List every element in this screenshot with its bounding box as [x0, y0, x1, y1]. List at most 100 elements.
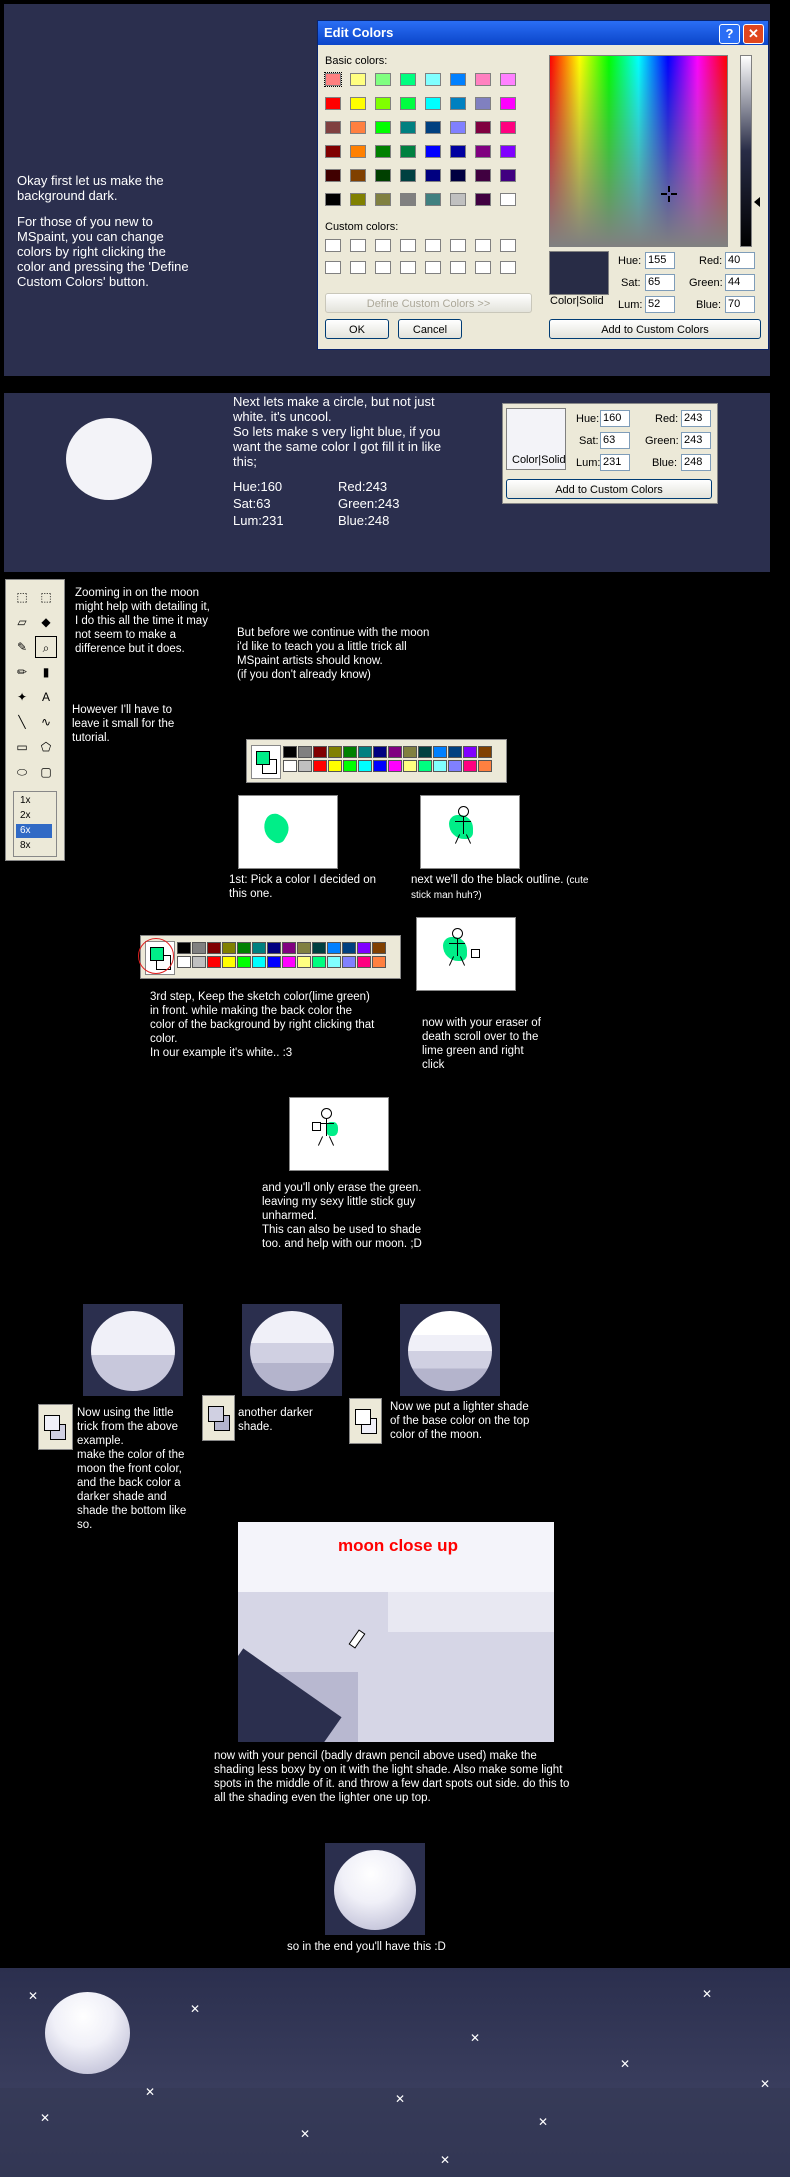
palette-color[interactable] — [373, 760, 387, 772]
ok-button[interactable]: OK — [325, 319, 389, 339]
palette-color[interactable] — [192, 956, 206, 968]
palette-color[interactable] — [177, 956, 191, 968]
mini-green-field[interactable]: 243 — [681, 432, 711, 449]
basic-color-swatch[interactable] — [325, 193, 341, 206]
free-select-icon[interactable]: ⬚ — [16, 590, 28, 604]
palette-color[interactable] — [342, 956, 356, 968]
basic-color-swatch[interactable] — [450, 145, 466, 158]
palette-color[interactable] — [357, 942, 371, 954]
basic-color-swatch[interactable] — [475, 169, 491, 182]
airbrush-icon[interactable]: ✦ — [16, 690, 28, 704]
polygon-icon[interactable]: ⬠ — [40, 740, 52, 754]
basic-color-swatch[interactable] — [350, 73, 366, 86]
sat-field[interactable]: 65 — [645, 274, 675, 291]
basic-color-swatch[interactable] — [475, 97, 491, 110]
basic-color-swatch[interactable] — [475, 121, 491, 134]
palette-color[interactable] — [388, 760, 402, 772]
palette-color[interactable] — [357, 956, 371, 968]
palette-color[interactable] — [313, 760, 327, 772]
rect-select-icon[interactable]: ⬚ — [40, 590, 52, 604]
basic-color-swatch[interactable] — [350, 145, 366, 158]
blue-field[interactable]: 70 — [725, 296, 755, 313]
rectangle-icon[interactable]: ▭ — [16, 740, 28, 754]
mini-blue-field[interactable]: 248 — [681, 454, 711, 471]
curve-icon[interactable]: ∿ — [40, 715, 52, 729]
basic-color-swatch[interactable] — [450, 73, 466, 86]
cancel-button[interactable]: Cancel — [398, 319, 462, 339]
red-field[interactable]: 40 — [725, 252, 755, 269]
custom-color-swatch[interactable] — [350, 261, 366, 274]
basic-color-swatch[interactable] — [425, 121, 441, 134]
basic-color-swatch[interactable] — [325, 97, 341, 110]
basic-color-swatch[interactable] — [375, 169, 391, 182]
palette-color[interactable] — [297, 956, 311, 968]
palette-color[interactable] — [267, 942, 281, 954]
palette-color[interactable] — [192, 942, 206, 954]
basic-color-swatch[interactable] — [400, 121, 416, 134]
custom-color-swatch[interactable] — [350, 239, 366, 252]
line-icon[interactable]: ╲ — [18, 715, 26, 729]
basic-color-swatch[interactable] — [375, 193, 391, 206]
color-picker-icon[interactable]: ✎ — [16, 640, 28, 654]
zoom-option[interactable]: 1x — [20, 795, 31, 806]
palette-color[interactable] — [207, 942, 221, 954]
custom-color-swatch[interactable] — [375, 239, 391, 252]
zoom-option[interactable]: 2x — [20, 810, 31, 821]
palette-color[interactable] — [463, 746, 477, 758]
basic-color-swatch[interactable] — [425, 145, 441, 158]
palette-color[interactable] — [312, 956, 326, 968]
mini-hue-field[interactable]: 160 — [600, 410, 630, 427]
palette-color[interactable] — [433, 760, 447, 772]
pencil-icon[interactable]: ✏ — [16, 665, 28, 679]
zoom-option[interactable]: 6x — [16, 824, 52, 838]
palette-color[interactable] — [177, 942, 191, 954]
mini-add-to-custom-colors-button[interactable]: Add to Custom Colors — [506, 479, 712, 499]
palette-color[interactable] — [252, 942, 266, 954]
basic-color-swatch[interactable] — [350, 169, 366, 182]
basic-color-swatch[interactable] — [375, 145, 391, 158]
fill-icon[interactable]: ◆ — [41, 615, 51, 629]
palette-color[interactable] — [298, 760, 312, 772]
custom-color-swatch[interactable] — [325, 239, 341, 252]
basic-color-swatch[interactable] — [475, 145, 491, 158]
custom-color-swatch[interactable] — [400, 261, 416, 274]
palette-color[interactable] — [283, 760, 297, 772]
custom-color-swatch[interactable] — [500, 239, 516, 252]
palette-color[interactable] — [328, 760, 342, 772]
palette-color[interactable] — [372, 942, 386, 954]
palette-color[interactable] — [478, 746, 492, 758]
basic-color-swatch[interactable] — [325, 169, 341, 182]
basic-color-swatch[interactable] — [500, 121, 516, 134]
basic-color-swatch[interactable] — [350, 97, 366, 110]
custom-color-swatch[interactable] — [325, 261, 341, 274]
palette-color[interactable] — [312, 942, 326, 954]
lum-field[interactable]: 52 — [645, 296, 675, 313]
palette-color[interactable] — [252, 956, 266, 968]
brush-icon[interactable]: ▮ — [42, 665, 50, 679]
basic-color-swatch[interactable] — [500, 169, 516, 182]
custom-color-swatch[interactable] — [450, 261, 466, 274]
palette-color[interactable] — [343, 760, 357, 772]
add-to-custom-colors-button[interactable]: Add to Custom Colors — [549, 319, 761, 339]
basic-color-swatch[interactable] — [400, 193, 416, 206]
palette-color[interactable] — [403, 760, 417, 772]
palette-color[interactable] — [448, 760, 462, 772]
palette-color[interactable] — [372, 956, 386, 968]
basic-color-swatch[interactable] — [500, 73, 516, 86]
close-button[interactable]: ✕ — [743, 24, 764, 44]
hue-field[interactable]: 155 — [645, 252, 675, 269]
define-custom-colors-button[interactable]: Define Custom Colors >> — [325, 293, 532, 313]
palette-color[interactable] — [222, 942, 236, 954]
zoom-option[interactable]: 8x — [20, 840, 31, 851]
magnifier-icon[interactable]: ⌕ — [35, 636, 57, 658]
custom-color-swatch[interactable] — [375, 261, 391, 274]
basic-color-swatch[interactable] — [350, 121, 366, 134]
custom-color-swatch[interactable] — [450, 239, 466, 252]
custom-color-swatch[interactable] — [475, 261, 491, 274]
palette-color[interactable] — [373, 746, 387, 758]
help-button[interactable]: ? — [719, 24, 740, 44]
rounded-rect-icon[interactable]: ▢ — [40, 765, 52, 779]
basic-color-swatch[interactable] — [400, 73, 416, 86]
basic-color-swatch[interactable] — [450, 97, 466, 110]
palette-color[interactable] — [342, 942, 356, 954]
